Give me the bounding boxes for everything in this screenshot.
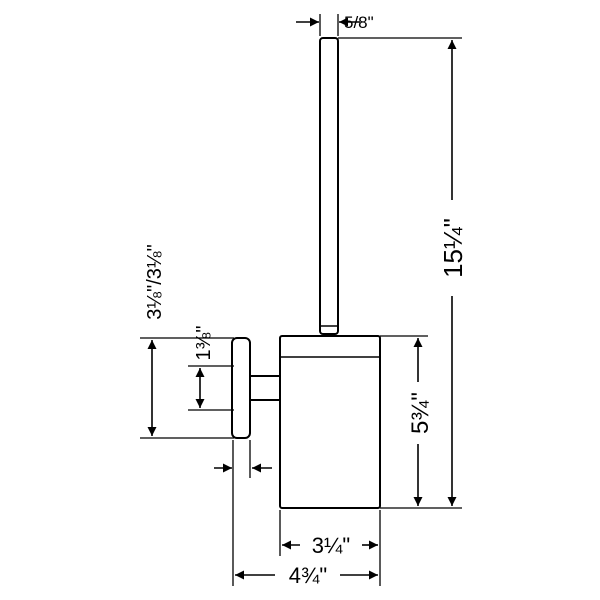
handle-width-label: 5/8" bbox=[344, 13, 374, 32]
overall-depth-label: 4¾" bbox=[289, 563, 327, 588]
overall-height-label: 15¼" bbox=[438, 218, 468, 278]
screw-spacing-label: 1⅜" bbox=[193, 326, 215, 361]
holder-height-label: 5¾" bbox=[407, 392, 434, 434]
brush-handle bbox=[319, 37, 339, 335]
mount-arm bbox=[249, 375, 281, 401]
extension-lines bbox=[140, 14, 462, 586]
holder-width-label: 3¼" bbox=[312, 533, 350, 558]
mount-height-label: 3⅛"/3⅛" bbox=[144, 244, 166, 319]
wall-plate bbox=[231, 337, 251, 439]
holder-body bbox=[279, 335, 381, 509]
